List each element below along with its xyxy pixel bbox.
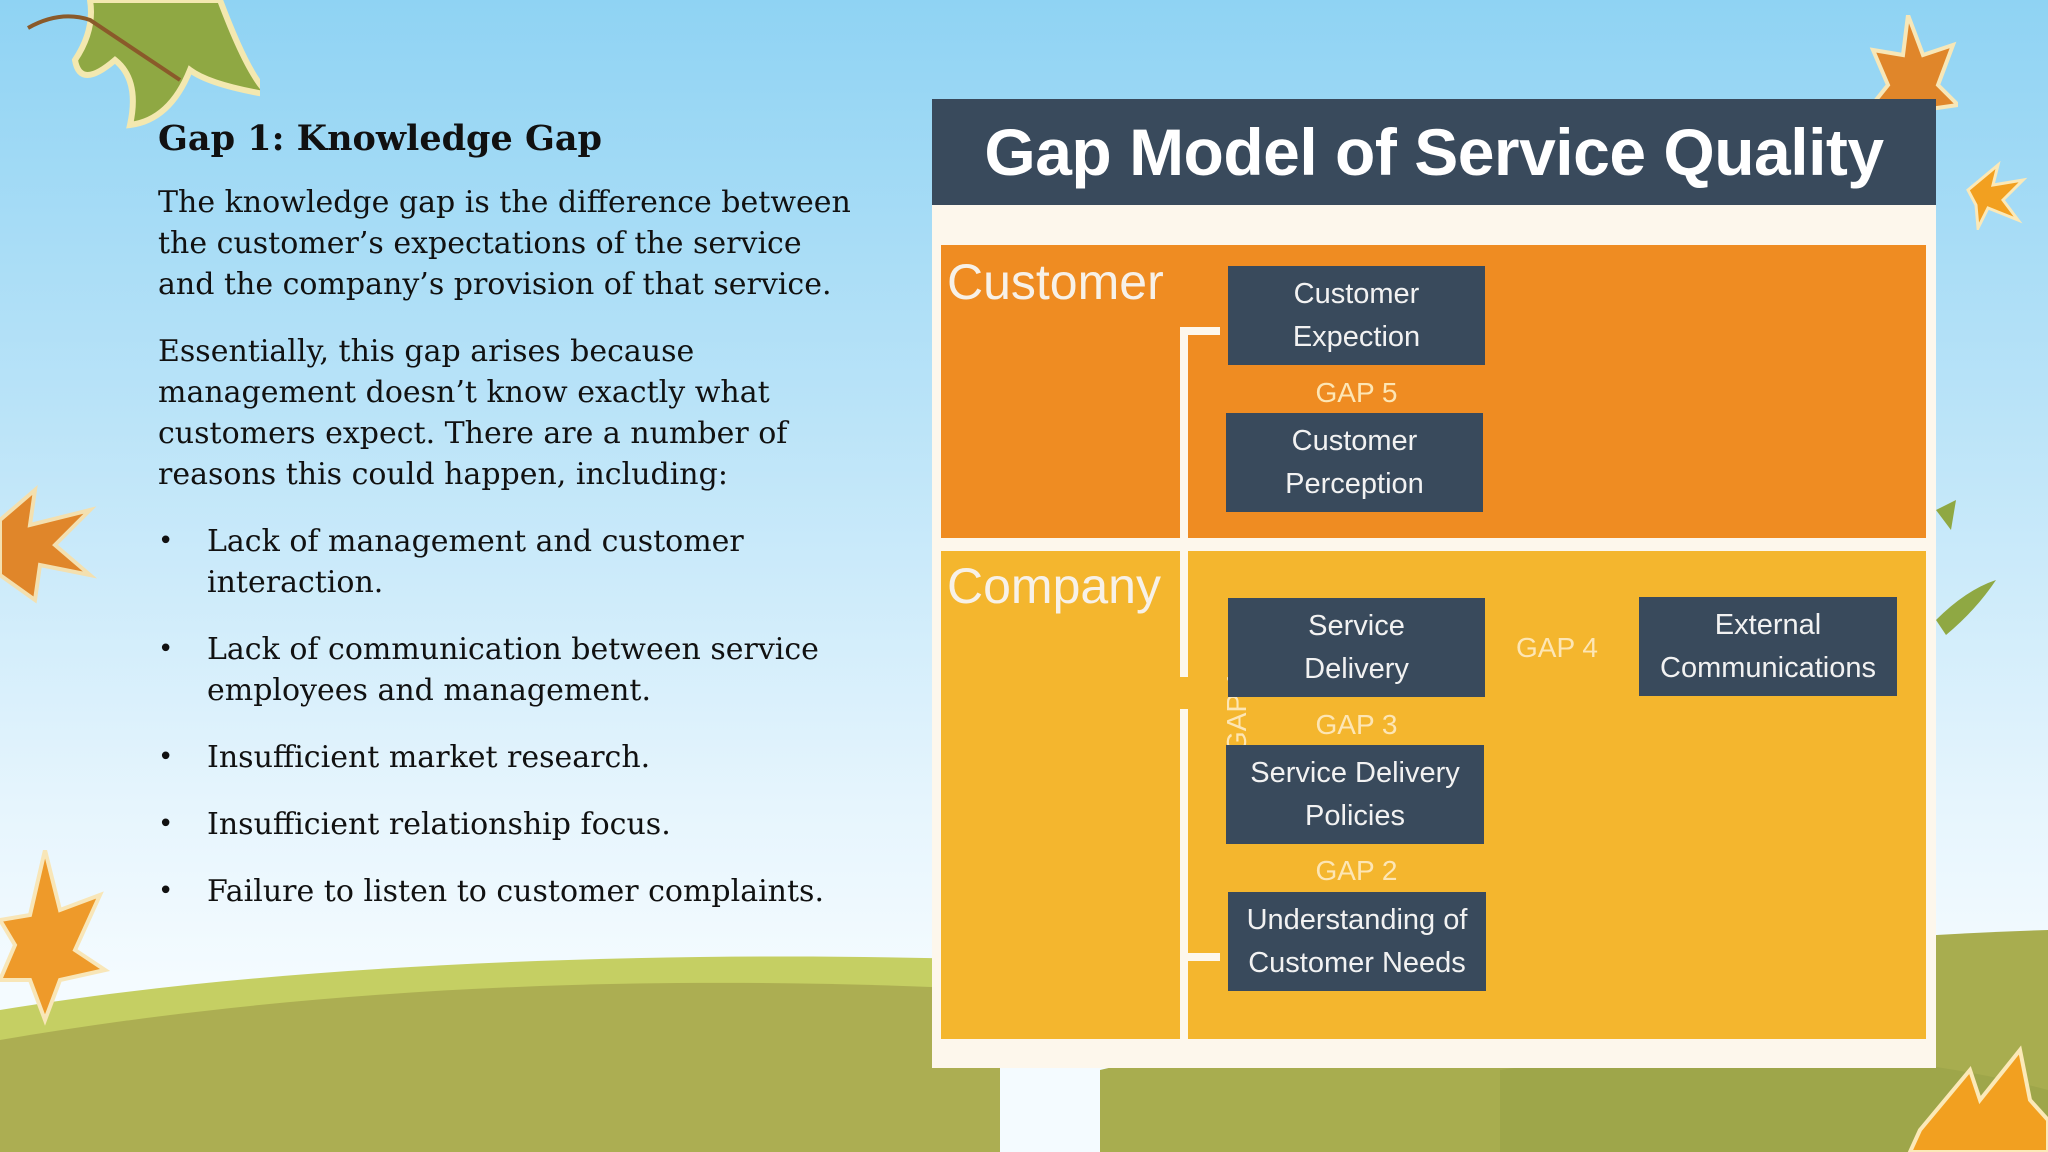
list-item: • Insufficient relationship focus.	[158, 804, 858, 845]
autumn-leaf-icon	[1966, 160, 2028, 230]
gap1-bracket-bottom-arm	[1180, 953, 1220, 961]
reasons-list: • Lack of management and customer interac…	[158, 521, 858, 912]
list-item: • Insufficient market research.	[158, 737, 858, 778]
bullet-icon: •	[158, 634, 174, 664]
gap2-label: GAP 2	[1315, 855, 1398, 886]
gap4-label: GAP 4	[1516, 632, 1598, 663]
slide-heading: Gap 1: Knowledge Gap	[158, 118, 603, 159]
customer-band-label: Customer	[947, 254, 1164, 310]
box-external-communications: External Communications	[1639, 597, 1897, 696]
list-item-text: Lack of communication between service em…	[207, 632, 819, 708]
box-service-delivery-policies: Service Delivery Policies	[1226, 745, 1484, 844]
bullet-icon: •	[158, 876, 174, 906]
list-item: • Lack of management and customer interac…	[158, 521, 858, 603]
list-item-text: Failure to listen to customer complaints…	[207, 874, 824, 909]
text-column: Gap 1: Knowledge Gap The knowledge gap i…	[158, 118, 858, 938]
gap1-bracket-lower-line	[1180, 709, 1188, 1067]
diagram-title: Gap Model of Service Quality	[932, 99, 1936, 205]
box-understanding-customer-needs: Understanding of Customer Needs	[1228, 892, 1486, 991]
list-item: • Lack of communication between service e…	[158, 629, 858, 711]
gap1-bracket-upper-line	[1180, 327, 1188, 677]
list-item-text: Lack of management and customer interact…	[207, 524, 744, 600]
list-item-text: Insufficient market research.	[207, 740, 651, 775]
paragraph-definition: The knowledge gap is the difference betw…	[158, 185, 851, 302]
autumn-leaf-icon	[0, 485, 98, 604]
box-customer-perception: Customer Perception	[1226, 413, 1483, 512]
bullet-icon: •	[158, 742, 174, 772]
box-customer-expection: Customer Expection	[1228, 266, 1485, 365]
autumn-leaf-icon	[1936, 500, 1996, 635]
autumn-leaf-icon	[0, 850, 110, 1026]
gap1-bracket-top-arm	[1180, 327, 1220, 335]
bullet-icon: •	[158, 526, 174, 556]
list-item: • Failure to listen to customer complaint…	[158, 871, 858, 912]
bullet-icon: •	[158, 809, 174, 839]
gap3-label: GAP 3	[1315, 709, 1398, 740]
autumn-leaf-icon	[1907, 1045, 2048, 1152]
paragraph-explanation: Essentially, this gap arises because man…	[158, 334, 788, 492]
gap-model-diagram: Gap Model of Service Quality Customer Co…	[932, 99, 1936, 1068]
autumn-leaf-icon	[27, 0, 260, 129]
list-item-text: Insufficient relationship focus.	[207, 807, 671, 842]
company-band-label: Company	[947, 558, 1161, 614]
box-service-delivery: Service Delivery	[1228, 598, 1485, 697]
gap5-label: GAP 5	[1315, 377, 1398, 408]
